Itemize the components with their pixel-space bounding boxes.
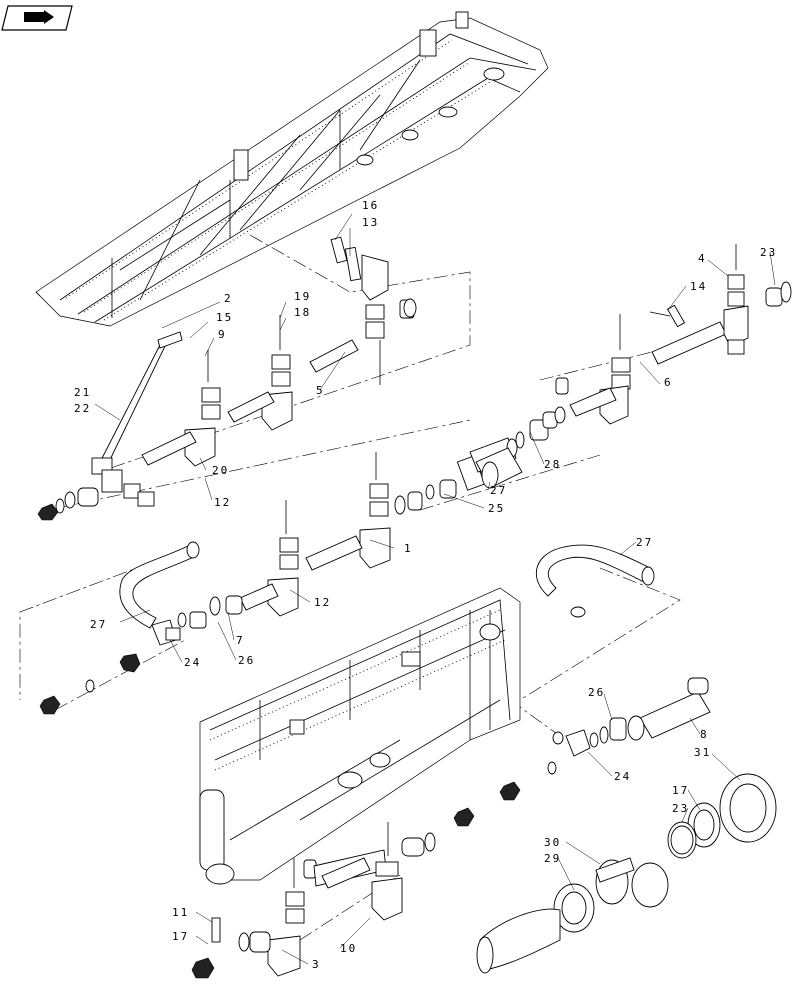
callout-27-right: 27	[636, 536, 653, 549]
callout-20: 20	[212, 464, 229, 477]
plumbing-row-upper	[37, 236, 792, 521]
callout-11: 11	[172, 906, 189, 919]
callout-1: 1	[404, 542, 413, 555]
plumbing-row-lower	[191, 761, 557, 979]
callout-16: 16	[362, 199, 379, 212]
callout-10: 10	[340, 942, 357, 955]
callout-2: 2	[224, 292, 233, 305]
callout-3: 3	[312, 958, 321, 971]
callout-15: 15	[216, 311, 233, 324]
callout-18: 18	[294, 306, 311, 319]
callout-12-middle: 12	[314, 596, 331, 609]
callout-7: 7	[236, 634, 245, 647]
callout-13: 13	[362, 216, 379, 229]
callout-27-center: 27	[490, 484, 507, 497]
callout-27-left: 27	[90, 618, 107, 631]
center-frame	[199, 587, 521, 885]
callout-labels: 16 13 2 15 9 19 18 5 21 22 20 12 1 12 4 …	[74, 199, 777, 971]
callout-8: 8	[700, 728, 709, 741]
callout-23-upper: 23	[760, 246, 777, 259]
callout-12-upper: 12	[214, 496, 231, 509]
callout-24-right: 24	[614, 770, 631, 783]
folder-arrow-icon[interactable]	[1, 5, 73, 31]
callout-26-right: 26	[588, 686, 605, 699]
callout-5: 5	[316, 384, 325, 397]
callout-22: 22	[74, 402, 91, 415]
callout-4: 4	[698, 252, 707, 265]
upper-boom-truss	[35, 11, 549, 327]
callout-14: 14	[690, 280, 707, 293]
callout-23-lower: 23	[672, 802, 689, 815]
plumbing-row-middle	[39, 447, 655, 715]
callout-25: 25	[488, 502, 505, 515]
callout-21: 21	[74, 386, 91, 399]
callout-9: 9	[218, 328, 227, 341]
callout-17-right: 17	[672, 784, 689, 797]
callout-29: 29	[544, 852, 561, 865]
nozzle-assembly-right	[476, 677, 777, 974]
callout-17-left: 17	[172, 930, 189, 943]
callout-19: 19	[294, 290, 311, 303]
callout-6: 6	[664, 376, 673, 389]
callout-30: 30	[544, 836, 561, 849]
callout-28: 28	[544, 458, 561, 471]
callout-31: 31	[694, 746, 711, 759]
leader-lines	[94, 213, 776, 965]
callout-24-left: 24	[184, 656, 201, 669]
callout-26-left: 26	[238, 654, 255, 667]
